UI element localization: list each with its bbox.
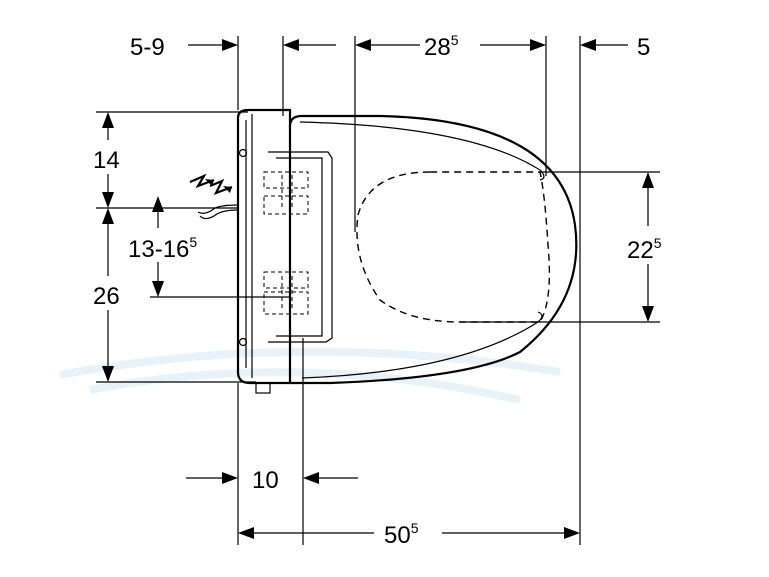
seat-outer: [288, 114, 578, 385]
dim-label-left-upper: 14: [93, 147, 120, 174]
watermark: [59, 347, 561, 404]
svg-text:10: 10: [252, 467, 279, 494]
dim-label-right-height: 22: [627, 237, 654, 264]
screw: [238, 337, 248, 347]
dim-label-left-lower: 26: [93, 283, 120, 310]
screw: [238, 148, 248, 158]
housing-foot: [255, 382, 271, 394]
dim-left-lower: 26: [93, 208, 120, 382]
svg-text:14: 14: [93, 147, 120, 174]
extension-lines: [96, 36, 660, 545]
dim-left-upper: 14: [93, 112, 120, 208]
svg-text:26: 26: [93, 283, 120, 310]
dim-label-left-inner-sup: 5: [189, 234, 197, 250]
seat-unit: [236, 108, 578, 394]
bowl-opening: [356, 171, 551, 323]
svg-text:13-165: 13-165: [128, 234, 197, 263]
dim-top-mid: 285: [355, 32, 546, 61]
dim-top-right: 5: [580, 34, 650, 61]
dim-label-top-right: 5: [637, 34, 650, 61]
dim-top-left: 5-9: [130, 34, 336, 61]
dim-label-left-inner: 13-16: [128, 236, 189, 263]
dim-label-top-mid: 28: [424, 34, 451, 61]
power-cable: [197, 204, 239, 220]
lightning-icon: [189, 173, 239, 220]
inner-panel: [268, 151, 333, 343]
dim-label-right-height-sup: 5: [654, 235, 662, 251]
seat-inner-line: [299, 121, 545, 181]
svg-text:285: 285: [424, 32, 459, 61]
svg-text:5-9: 5-9: [130, 34, 165, 61]
dim-label-bottom-gap: 10: [252, 467, 279, 494]
dim-label-top-mid-sup: 5: [451, 32, 459, 48]
dim-label-bottom-total: 50: [384, 522, 411, 549]
svg-text:225: 225: [627, 235, 662, 264]
dim-left-inner: 13-165: [128, 196, 197, 297]
dim-bottom-gap: 10: [186, 467, 358, 494]
dim-label-bottom-total-sup: 5: [411, 520, 419, 536]
dim-label-top-left: 5-9: [130, 34, 165, 61]
dim-bottom-total: 505: [238, 520, 580, 549]
svg-text:505: 505: [384, 520, 419, 549]
svg-text:5: 5: [637, 34, 650, 61]
dim-right-height: 225: [627, 172, 662, 322]
